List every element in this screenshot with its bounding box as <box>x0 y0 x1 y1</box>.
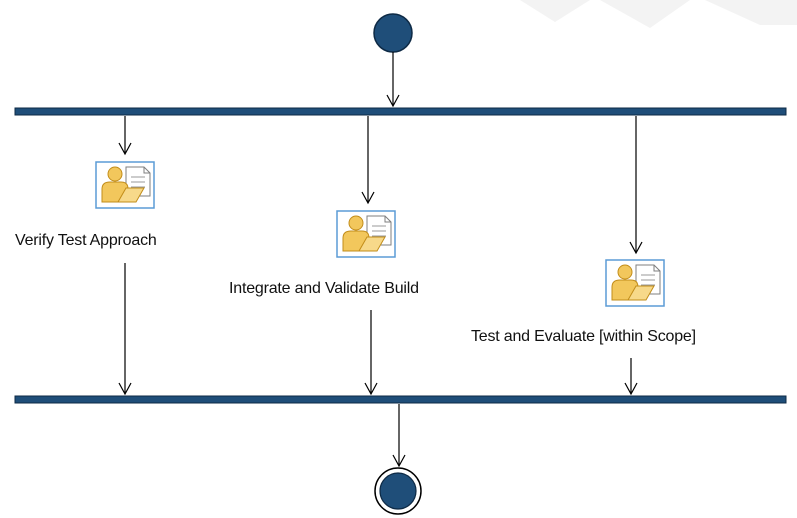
flow-activity-2-to-join <box>364 310 378 396</box>
flow-activity-1-to-join <box>118 263 132 396</box>
task-person-document-icon[interactable] <box>605 259 665 307</box>
background-decoration <box>520 0 797 28</box>
task-person-document-icon[interactable] <box>95 161 155 209</box>
activity-label-verify-test-approach[interactable]: Verify Test Approach <box>15 232 157 249</box>
join-bar[interactable] <box>14 395 787 404</box>
flow-initial-to-fork <box>386 52 400 108</box>
flow-fork-to-activity-3 <box>629 116 643 255</box>
activity-label-integrate-and-validate-build[interactable]: Integrate and Validate Build <box>229 280 419 297</box>
activity-label-test-and-evaluate[interactable]: Test and Evaluate [within Scope] <box>471 328 696 345</box>
flow-fork-to-activity-2 <box>361 116 375 205</box>
task-person-document-icon[interactable] <box>336 210 396 258</box>
flow-join-to-final <box>392 404 406 468</box>
final-node[interactable] <box>374 467 422 515</box>
flow-activity-3-to-join <box>624 358 638 396</box>
fork-bar[interactable] <box>14 107 787 116</box>
flow-fork-to-activity-1 <box>118 116 132 156</box>
initial-node[interactable] <box>373 13 413 53</box>
